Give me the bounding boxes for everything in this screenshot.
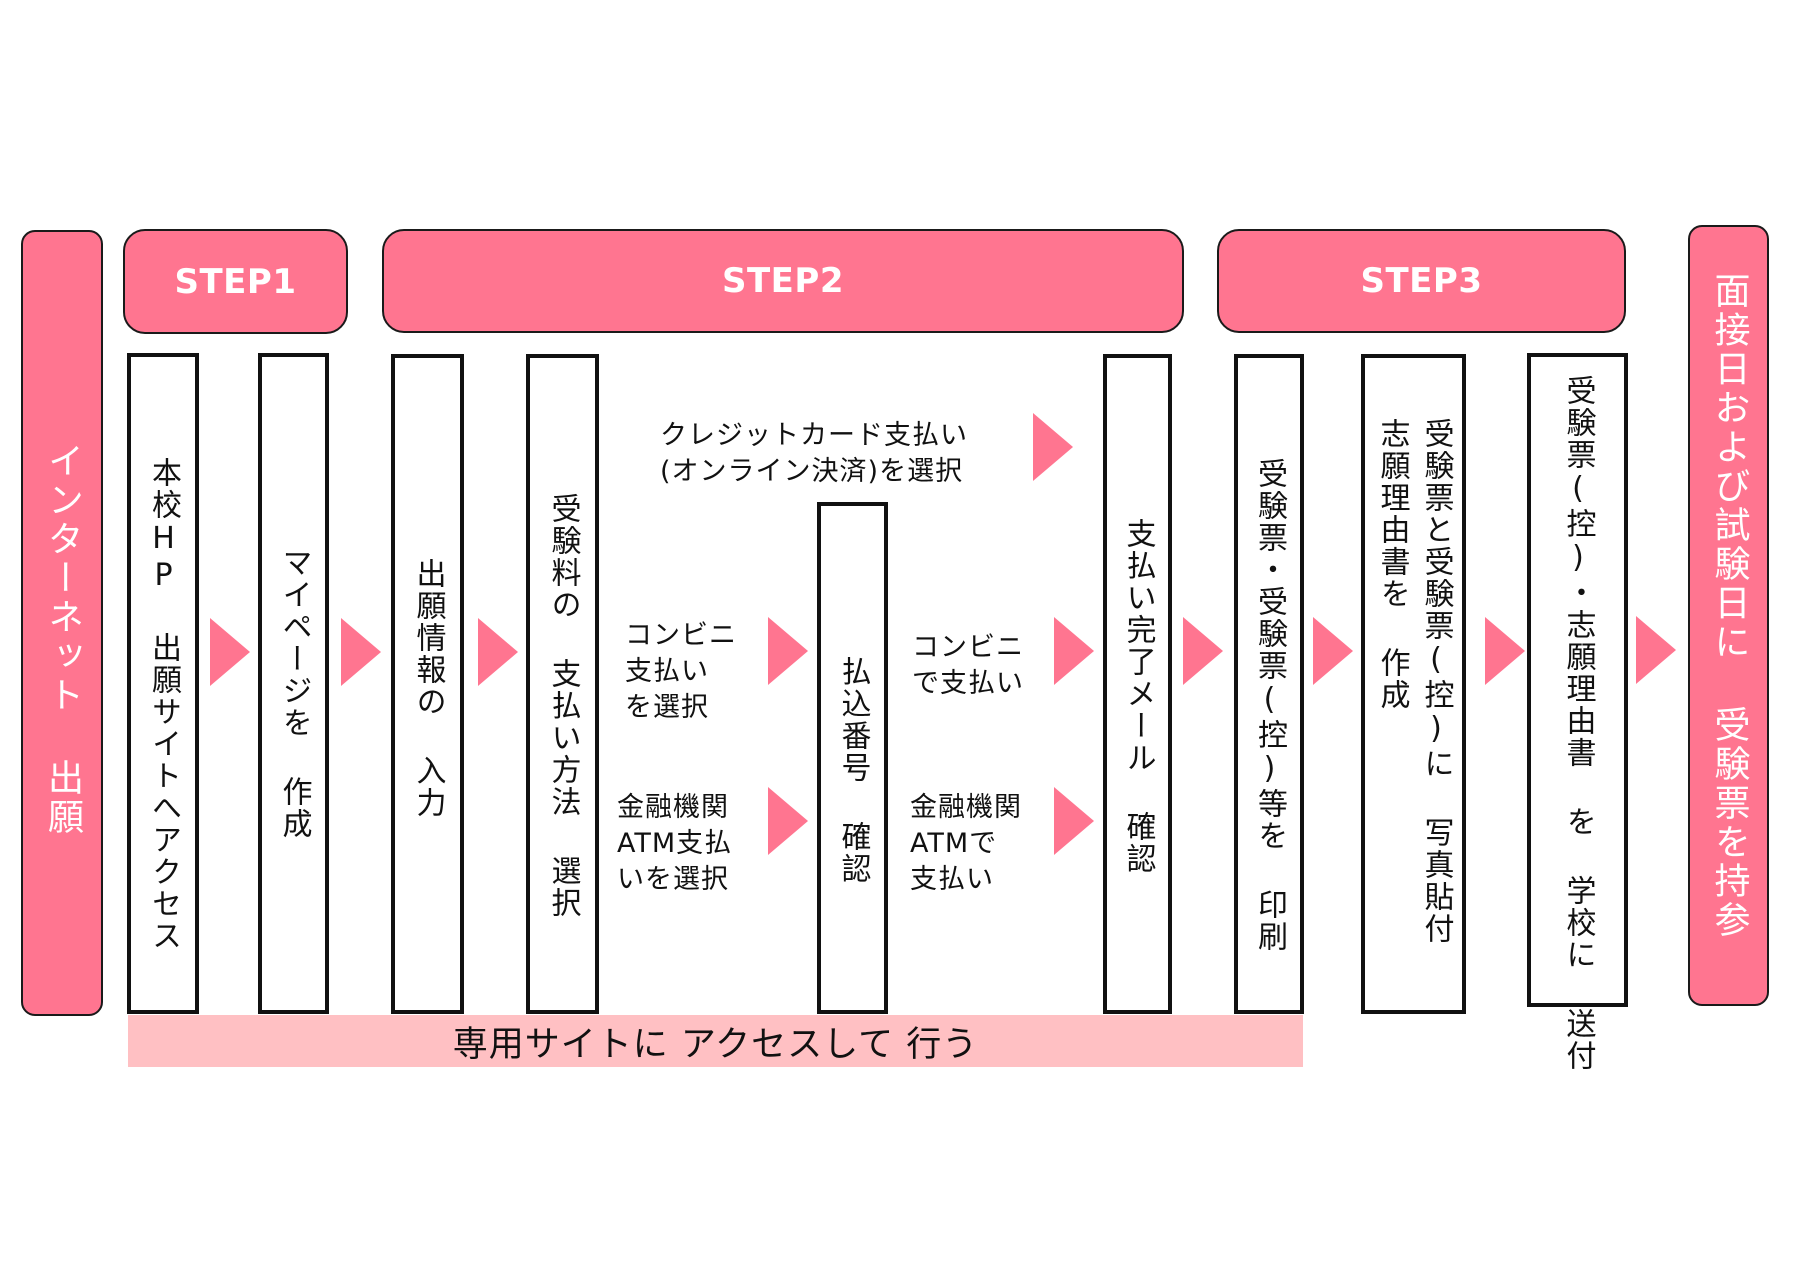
- dedicated-site-banner: 専用サイトに アクセスして 行う: [128, 1015, 1303, 1067]
- box-create-docs-text-2: 志願理由書を 作成: [1374, 418, 1410, 711]
- step1-header: STEP1: [123, 229, 348, 334]
- end-bring-ticket: 面接日および試験日に 受験票を持参: [1688, 225, 1769, 1006]
- arrow-right-icon: [1313, 617, 1353, 685]
- banner-label: 専用サイトに アクセスして 行う: [452, 1024, 979, 1065]
- box-access-site-text: 本校HP 出願サイトへアクセス: [146, 457, 181, 952]
- arrow-right-icon: [1636, 616, 1676, 684]
- credit-card-option: クレジットカード支払い (オンライン決済)を選択: [660, 420, 968, 487]
- step3-label: STEP3: [1360, 261, 1483, 301]
- box-send-docs: 受験票(控)・志願理由書 を 学校に 送付: [1527, 353, 1628, 1072]
- arrow-right-icon: [768, 787, 808, 855]
- box-create-mypage-text: マイページを 作成: [276, 547, 312, 840]
- arrow-right-icon: [478, 618, 518, 686]
- arrow-right-icon: [210, 618, 250, 686]
- box-select-payment: 受験料の 支払い方法 選択: [526, 354, 599, 1014]
- box-print-ticket-text: 受験票・受験票(控)等を 印刷: [1252, 458, 1287, 953]
- arrow-right-icon: [1054, 787, 1094, 855]
- box-create-docs: 受験票と受験票(控)に 写真貼付 志願理由書を 作成: [1361, 354, 1466, 1014]
- box-create-mypage: マイページを 作成: [258, 353, 329, 1014]
- box-select-payment-text: 受験料の 支払い方法 選択: [545, 493, 581, 919]
- box-enter-info: 出願情報の 入力: [391, 354, 464, 1014]
- arrow-right-icon: [1054, 617, 1094, 685]
- step3-header: STEP3: [1217, 229, 1626, 333]
- box-create-docs-text-1: 受験票と受験票(控)に 写真貼付: [1418, 418, 1454, 945]
- arrow-right-icon: [1183, 617, 1223, 685]
- arrow-right-icon: [341, 618, 381, 686]
- box-confirm-number-text: 払込番号 確認: [835, 656, 871, 885]
- convenience-pay-option: コンビニ で支払い: [912, 632, 1024, 699]
- box-print-ticket: 受験票・受験票(控)等を 印刷: [1234, 354, 1304, 1014]
- arrow-right-icon: [768, 617, 808, 685]
- box-payment-complete-text: 支払い完了メール 確認: [1120, 518, 1156, 875]
- box-send-docs-text: 受験票(控)・志願理由書 を 学校に 送付: [1560, 375, 1596, 1072]
- arrow-right-icon: [1485, 617, 1525, 685]
- step1-label: STEP1: [174, 261, 297, 302]
- step2-header: STEP2: [382, 229, 1184, 333]
- convenience-select-option: コンビニ 支払い を選択: [625, 620, 737, 723]
- box-confirm-number: 払込番号 確認: [817, 502, 888, 1014]
- box-access-site: 本校HP 出願サイトへアクセス: [127, 353, 199, 1014]
- arrow-right-icon: [1033, 413, 1073, 481]
- bank-pay-option: 金融機関 ATMで 支払い: [910, 792, 1022, 895]
- step2-label: STEP2: [722, 261, 844, 301]
- start-internet-application: インターネット 出願: [21, 230, 103, 1016]
- box-payment-complete: 支払い完了メール 確認: [1103, 354, 1172, 1014]
- box-enter-info-text: 出願情報の 入力: [410, 558, 446, 819]
- start-label: インターネット 出願: [42, 442, 83, 837]
- bank-select-option: 金融機関 ATM支払 いを選択: [617, 792, 733, 895]
- end-label: 面接日および試験日に 受験票を持参: [1708, 272, 1750, 940]
